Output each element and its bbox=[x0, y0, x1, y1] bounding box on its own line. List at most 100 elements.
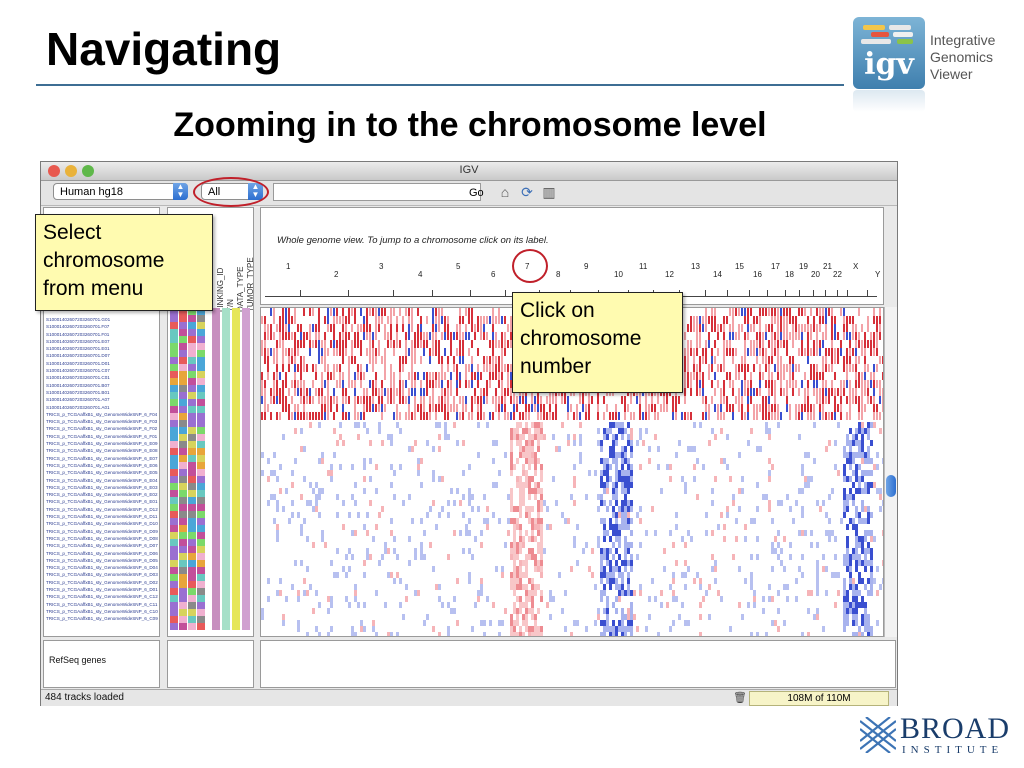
track-name-item[interactable]: TRICS_p_TCGAaffxB1_sty_GenomeWideSNP_6_C… bbox=[46, 601, 158, 607]
locus-input[interactable] bbox=[273, 183, 481, 201]
track-name-item[interactable]: S10001402607203260701.E01 bbox=[46, 346, 110, 352]
close-window-button[interactable] bbox=[48, 165, 60, 177]
heatmap-cell bbox=[825, 356, 827, 364]
heatmap-cell bbox=[675, 404, 677, 412]
track-name-item[interactable]: S10001402607203260701.F07 bbox=[46, 324, 110, 330]
chromosome-label-20[interactable]: 20 bbox=[811, 270, 820, 279]
track-name-item[interactable]: S10001402607203260701.G01 bbox=[46, 317, 111, 322]
chromosome-label-3[interactable]: 3 bbox=[379, 262, 384, 271]
track-name-item[interactable]: TRICS_p_TCGAaffxB1_sty_GenomeWideSNP_6_D… bbox=[46, 535, 158, 541]
chromosome-label-11[interactable]: 11 bbox=[639, 262, 648, 271]
track-name-item[interactable]: TRICS_p_TCGAaffxB1_sty_GenomeWideSNP_6_F… bbox=[46, 433, 158, 439]
chromosome-label-15[interactable]: 15 bbox=[735, 262, 744, 271]
track-name-item[interactable]: TRICS_p_TCGAaffxB1_sty_GenomeWideSNP_6_E… bbox=[46, 470, 158, 476]
home-icon[interactable]: ⌂ bbox=[500, 184, 510, 200]
chromosome-label-14[interactable]: 14 bbox=[713, 270, 722, 279]
track-name-item[interactable]: S10001402607203260701.B01 bbox=[46, 389, 110, 395]
chromosome-label-x[interactable]: X bbox=[853, 262, 859, 271]
track-name-item[interactable]: TRICS_p_TCGAaffxB1_sty_GenomeWideSNP_6_E… bbox=[46, 448, 158, 454]
heatmap-cell bbox=[522, 396, 524, 404]
chromosome-label-2[interactable]: 2 bbox=[334, 270, 339, 279]
track-name-item[interactable]: S10001402607203260701.A07 bbox=[46, 397, 110, 403]
chromosome-label-6[interactable]: 6 bbox=[491, 270, 496, 279]
track-name-item[interactable]: S10001402607203260701.A01 bbox=[46, 404, 110, 410]
attr-header-data-type[interactable]: DATA_TYPE bbox=[236, 266, 245, 313]
go-button[interactable]: Go bbox=[469, 187, 484, 199]
track-name-item[interactable]: TRICS_p_TCGAaffxB1_sty_GenomeWideSNP_6_F… bbox=[46, 426, 158, 432]
heatmap-cell bbox=[795, 412, 797, 420]
chromosome-label-13[interactable]: 13 bbox=[691, 262, 700, 271]
track-name-item[interactable]: TRICS_p_TCGAaffxB1_sty_GenomeWideSNP_6_F… bbox=[46, 411, 158, 417]
chromosome-label-22[interactable]: 22 bbox=[833, 270, 842, 279]
attr-header-tumor-type[interactable]: TUMOR_TYPE bbox=[246, 257, 254, 312]
genome-select[interactable]: Human hg18 ▲▼ bbox=[53, 183, 188, 200]
minimize-window-button[interactable] bbox=[65, 165, 77, 177]
chromosome-label-10[interactable]: 10 bbox=[614, 270, 623, 279]
track-name-item[interactable]: TRICS_p_TCGAaffxB1_sty_GenomeWideSNP_6_D… bbox=[46, 528, 158, 534]
attribute-cell bbox=[242, 560, 250, 567]
track-name-item[interactable]: TRICS_p_TCGAaffxB1_sty_GenomeWideSNP_6_D… bbox=[46, 543, 158, 549]
refresh-icon[interactable]: ⟳ bbox=[521, 184, 533, 200]
trash-icon[interactable]: 🗑 bbox=[733, 692, 747, 704]
track-name-item[interactable]: S10001402607203260701.C01 bbox=[46, 375, 110, 381]
chromosome-label-4[interactable]: 4 bbox=[418, 270, 423, 279]
refseq-track-label[interactable]: RefSeq genes bbox=[49, 655, 107, 665]
track-name-item[interactable]: TRICS_p_TCGAaffxB1_sty_GenomeWideSNP_6_D… bbox=[46, 579, 158, 585]
track-name-item[interactable]: S10001402607203260701.E07 bbox=[46, 338, 110, 344]
track-name-item[interactable]: TRICS_p_TCGAaffxB1_sty_GenomeWideSNP_6_D… bbox=[46, 521, 158, 527]
chromosome-label-19[interactable]: 19 bbox=[799, 262, 808, 271]
track-name-item[interactable]: S10001402607203260701.D01 bbox=[46, 360, 110, 366]
track-name-item[interactable]: TRICS_p_TCGAaffxB1_sty_GenomeWideSNP_6_C… bbox=[46, 594, 158, 600]
chromosome-label-18[interactable]: 18 bbox=[785, 270, 794, 279]
track-name-item[interactable]: TRICS_p_TCGAaffxB1_sty_GenomeWideSNP_6_C… bbox=[46, 608, 158, 614]
attr-header-linking-id[interactable]: LINKING_ID bbox=[216, 267, 225, 312]
heatmap-cell bbox=[789, 554, 792, 560]
track-name-item[interactable]: S10001402607203260701.F01 bbox=[46, 331, 110, 337]
track-name-item[interactable]: TRICS_p_TCGAaffxB1_sty_GenomeWideSNP_6_E… bbox=[46, 484, 158, 490]
heatmap-cell bbox=[678, 396, 680, 404]
heatmap-cell bbox=[273, 348, 275, 356]
scrollbar-thumb[interactable] bbox=[886, 475, 896, 497]
heatmap-cell bbox=[546, 396, 548, 404]
memory-indicator[interactable]: 108M of 110M bbox=[749, 691, 889, 706]
heatmap-cell bbox=[324, 542, 327, 548]
zoom-window-button[interactable] bbox=[82, 165, 94, 177]
track-name-item[interactable]: TRICS_p_TCGAaffxB1_sty_GenomeWideSNP_6_E… bbox=[46, 441, 158, 447]
track-name-item[interactable]: TRICS_p_TCGAaffxB1_sty_GenomeWideSNP_6_E… bbox=[46, 462, 158, 468]
chromosome-label-y[interactable]: Y bbox=[875, 270, 881, 279]
chromosome-label-5[interactable]: 5 bbox=[456, 262, 461, 271]
heatmap-cell bbox=[624, 632, 627, 636]
track-name-item[interactable]: S10001402607203260701.C07 bbox=[46, 368, 110, 374]
track-name-item[interactable]: TRICS_p_TCGAaffxB1_sty_GenomeWideSNP_6_D… bbox=[46, 514, 158, 520]
heatmap-cell bbox=[423, 404, 425, 412]
attribute-cell bbox=[232, 567, 240, 574]
track-name-item[interactable]: TRICS_p_TCGAaffxB1_sty_GenomeWideSNP_6_D… bbox=[46, 586, 158, 592]
track-name-item[interactable]: S10001402607203260701.D07 bbox=[46, 353, 110, 359]
track-name-item[interactable]: TRICS_p_TCGAaffxB1_sty_GenomeWideSNP_6_E… bbox=[46, 492, 158, 498]
track-name-item[interactable]: TRICS_p_TCGAaffxB1_sty_GenomeWideSNP_6_D… bbox=[46, 550, 158, 556]
chromosome-label-12[interactable]: 12 bbox=[665, 270, 674, 279]
track-name-item[interactable]: TRICS_p_TCGAaffxB1_sty_GenomeWideSNP_6_E… bbox=[46, 455, 158, 461]
track-name-item[interactable]: TRICS_p_TCGAaffxB1_sty_GenomeWideSNP_6_F… bbox=[46, 419, 158, 425]
track-name-item[interactable]: TRICS_p_TCGAaffxB1_sty_GenomeWideSNP_6_D… bbox=[46, 565, 158, 571]
track-name-item[interactable]: TRICS_p_TCGAaffxB1_sty_GenomeWideSNP_6_D… bbox=[46, 506, 158, 512]
heatmap-cell bbox=[276, 364, 278, 372]
track-name-item[interactable]: TRICS_p_TCGAaffxB1_sty_GenomeWideSNP_6_E… bbox=[46, 477, 158, 483]
track-name-item[interactable]: TRICS_p_TCGAaffxB1_sty_GenomeWideSNP_6_D… bbox=[46, 572, 158, 578]
track-name-item[interactable]: TRICS_p_TCGAaffxB1_sty_GenomeWideSNP_6_D… bbox=[46, 557, 158, 563]
chromosome-label-9[interactable]: 9 bbox=[584, 262, 589, 271]
track-name-item[interactable]: S10001402607203260701.B07 bbox=[46, 382, 110, 388]
heatmap-cell bbox=[471, 494, 474, 500]
heatmap-cell bbox=[831, 340, 833, 348]
track-name-item[interactable]: TRICS_p_TCGAaffxB1_sty_GenomeWideSNP_6_C… bbox=[46, 616, 158, 622]
chromosome-label-21[interactable]: 21 bbox=[823, 262, 832, 271]
chromosome-label-1[interactable]: 1 bbox=[286, 262, 291, 271]
region-icon[interactable]: ▥ bbox=[542, 184, 556, 200]
track-name-item[interactable]: TRICS_p_TCGAaffxB1_sty_GenomeWideSNP_6_E… bbox=[46, 499, 158, 505]
attribute-cell bbox=[212, 462, 220, 469]
vertical-scrollbar[interactable] bbox=[884, 307, 897, 637]
chromosome-label-17[interactable]: 17 bbox=[771, 262, 780, 271]
heatmap-cell bbox=[273, 396, 275, 404]
chromosome-label-16[interactable]: 16 bbox=[753, 270, 762, 279]
chromosome-label-8[interactable]: 8 bbox=[556, 270, 561, 279]
